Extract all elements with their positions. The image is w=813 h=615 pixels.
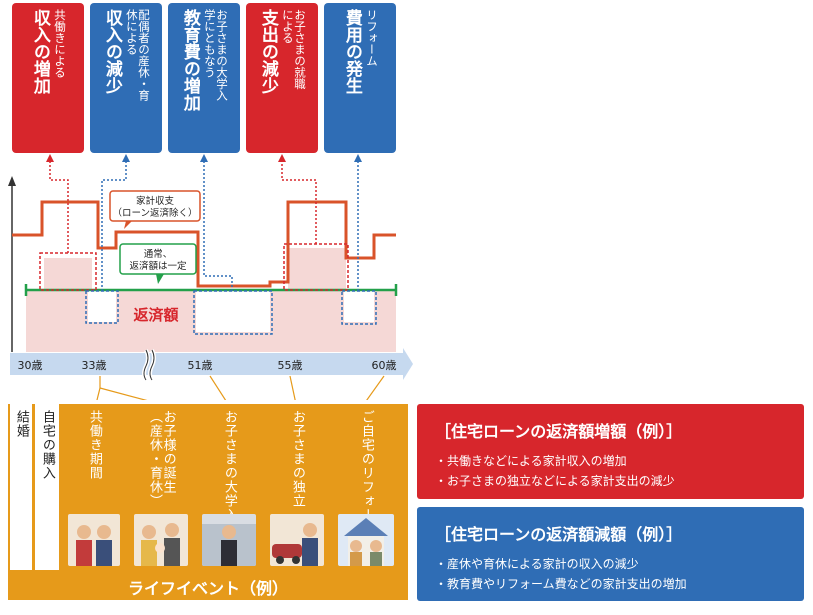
decrease-item: ・産休や育休による家計の収入の減少 — [435, 557, 639, 571]
event-connectors — [96, 375, 385, 400]
increase-item-text: 共働きなどによる家計収入の増加 — [447, 454, 627, 468]
axis-break — [142, 349, 156, 382]
car-photo — [270, 514, 324, 566]
increase-item: ・共働きなどによる家計収入の増加 — [435, 454, 627, 468]
life-event-university: お子さまの大学入学 — [198, 404, 260, 570]
top-box-main: 支出の減少 — [257, 9, 278, 94]
connector-2 — [101, 160, 127, 291]
callout-household-balance — [109, 190, 201, 222]
life-event-home-purchase: 自宅の購入 — [35, 404, 59, 570]
top-box-main: 教育費の増加 — [179, 9, 200, 111]
callout-household-tail — [124, 221, 132, 229]
connector-3-arrow — [200, 154, 208, 162]
top-box-income-decrease: 収入の減少 配偶者の産休・育休による — [90, 3, 162, 153]
repay-notch-2 — [196, 290, 270, 332]
callout-household-line2: （ローン返済除く） — [112, 207, 197, 219]
connector-3 — [203, 160, 233, 291]
repayment-label: 返済額 — [133, 306, 178, 324]
top-box-reform-cost: 費用の発生 リフォーム — [324, 3, 396, 153]
repay-step-1 — [44, 258, 92, 290]
life-event-label: お子さまの独立 — [289, 410, 305, 508]
student-photo — [202, 514, 256, 566]
life-event-dual-income: 共働き期間 — [64, 404, 124, 570]
life-event-label: 自宅の購入 — [39, 410, 55, 480]
connector-4 — [281, 160, 317, 244]
increase-info-box: ［住宅ローンの返済額増額（例）］ ・共働きなどによる家計収入の増加 ・お子さまの… — [417, 404, 804, 499]
top-box-main: 収入の増加 — [29, 9, 50, 94]
callout-repayment-line2: 返済額は一定 — [129, 260, 187, 272]
decrease-item-text: 産休や育休による家計の収入の減少 — [447, 557, 639, 571]
cashflow-diagram: 家計収支 （ローン返済除く） 通常、 返済額は一定 返済額 30歳 33歳 51… — [8, 154, 413, 400]
increase-list: ・共働きなどによる家計収入の増加 ・お子さまの独立などによる家計支出の減少 — [435, 452, 786, 489]
age-label-51: 51歳 — [188, 359, 213, 372]
life-event-reform: ご自宅のリフォーム — [334, 404, 398, 570]
life-event-label: お子さまの大学入学 — [221, 410, 237, 536]
couple-photo — [68, 514, 120, 566]
increase-item-text: お子さまの独立などによる家計支出の減少 — [447, 474, 675, 488]
life-event-marriage: 結婚 — [10, 404, 32, 570]
top-box-sub: 共働きによる — [52, 9, 67, 78]
top-box-sub: リフォーム — [364, 9, 379, 67]
decrease-list: ・産休や育休による家計の収入の減少 ・教育費やリフォーム費などの家計支出の増加 — [435, 555, 786, 592]
household-balance-line — [12, 200, 396, 288]
life-event-label: ご自宅のリフォーム — [358, 410, 374, 536]
life-events-panel — [8, 404, 408, 600]
house-photo — [338, 514, 394, 566]
decrease-info-box: ［住宅ローンの返済額減額（例）］ ・産休や育休による家計の収入の減少 ・教育費や… — [417, 507, 804, 601]
life-event-label: 結婚 — [13, 410, 29, 438]
increase-title: ［住宅ローンの返済額増額（例）］ — [435, 422, 683, 441]
top-box-main: 収入の減少 — [101, 9, 122, 94]
life-event-child-birth: お子様の誕生（産休・育休） — [130, 404, 192, 570]
life-events-footer: ライフイベント（例） — [127, 579, 288, 598]
callout-household-line1: 家計収支 — [136, 195, 175, 207]
highlight-reform-cost — [341, 290, 377, 325]
top-box-income-increase: 収入の増加 共働きによる — [12, 3, 84, 153]
increase-item: ・お子さまの独立などによる家計支出の減少 — [435, 474, 675, 488]
top-box-sub: お子さまの就職による — [280, 9, 307, 90]
life-event-label: 共働き期間 — [86, 410, 102, 480]
top-box-sub: お子さまの大学入学にともなう — [202, 9, 229, 101]
decrease-title: ［住宅ローンの返済額減額（例）］ — [435, 525, 683, 544]
connector-1-arrow — [46, 154, 54, 162]
callout-repayment-tail — [156, 274, 164, 284]
top-box-sub: 配偶者の産休・育休による — [124, 9, 151, 101]
connector-1 — [49, 160, 69, 253]
life-event-label: お子様の誕生（産休・育休） — [147, 410, 176, 508]
highlight-education-increase — [193, 290, 273, 335]
top-box-education-increase: 教育費の増加 お子さまの大学入学にともなう — [168, 3, 240, 153]
y-axis-arrow — [8, 176, 16, 186]
callout-repayment-line1: 通常、 — [144, 248, 173, 260]
decrease-item: ・教育費やリフォーム費などの家計支出の増加 — [435, 577, 687, 591]
age-label-33: 33歳 — [82, 359, 107, 372]
top-box-expense-decrease: 支出の減少 お子さまの就職による — [246, 3, 318, 153]
age-label-60: 60歳 — [372, 359, 397, 372]
age-label-55: 55歳 — [278, 359, 303, 372]
connector-2-arrow — [122, 154, 130, 162]
age-label-30: 30歳 — [18, 359, 43, 372]
connector-5-arrow — [354, 154, 362, 162]
life-event-independence: お子さまの独立 — [266, 404, 328, 570]
decrease-item-text: 教育費やリフォーム費などの家計支出の増加 — [447, 577, 687, 591]
repay-notch-3 — [344, 290, 374, 322]
family-photo — [134, 514, 188, 566]
age-axis-bar — [10, 353, 405, 375]
connector-4-arrow — [278, 154, 286, 162]
repay-step-2 — [288, 248, 346, 290]
repay-notch-1 — [88, 290, 116, 322]
age-axis-arrow — [403, 348, 413, 380]
top-box-main: 費用の発生 — [341, 9, 362, 94]
